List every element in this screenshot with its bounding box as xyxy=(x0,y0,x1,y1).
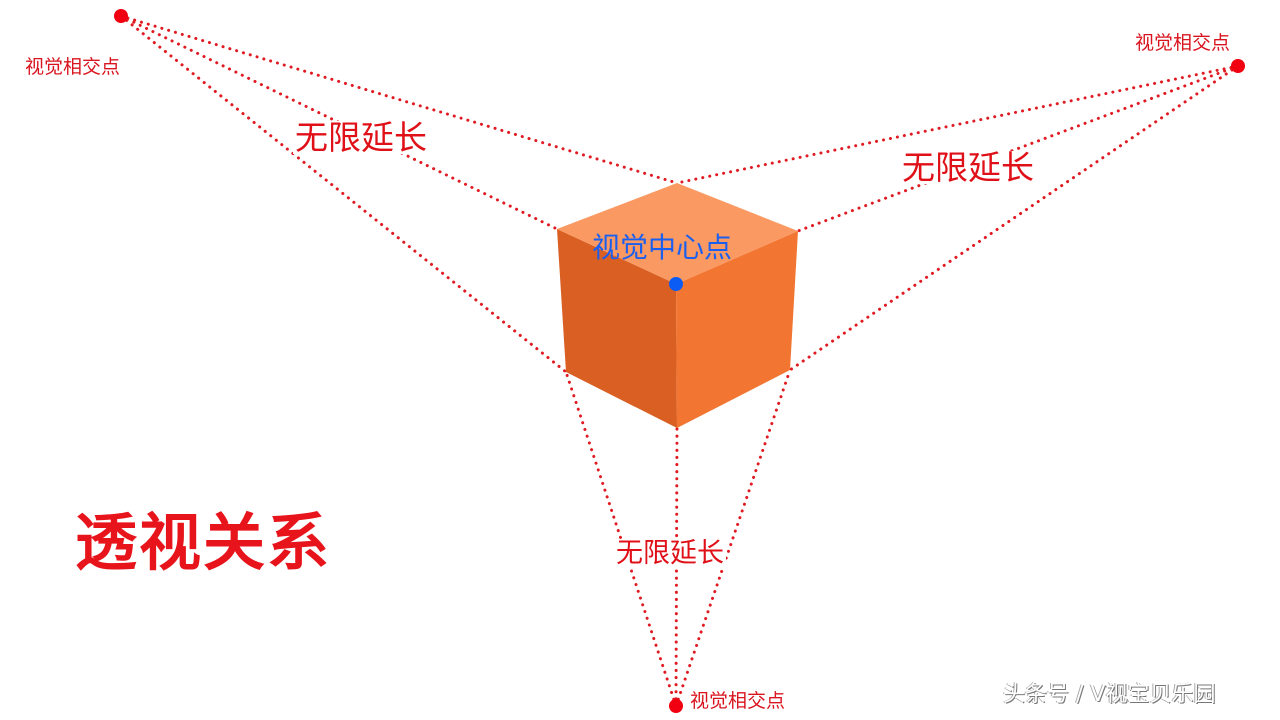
visual-center-dot xyxy=(669,277,683,291)
cube-top-face xyxy=(557,183,798,284)
vanishing-point-top-right xyxy=(1231,59,1245,73)
watermark: 头条号 / V视宝贝乐园 xyxy=(1003,682,1216,707)
cube xyxy=(557,183,798,428)
cube-left-face xyxy=(557,229,677,428)
perspective-lines-top-right xyxy=(675,64,1240,372)
vp-label-top-left: 视觉相交点 xyxy=(25,56,121,78)
perspective-lines-bottom xyxy=(564,368,792,708)
extend-label-right: 无限延长 xyxy=(900,148,1036,187)
extend-label-bottom: 无限延长 xyxy=(614,538,726,569)
vanishing-point-top-left xyxy=(114,9,128,23)
cube-right-face xyxy=(676,231,798,428)
vanishing-point-bottom xyxy=(669,699,683,713)
visual-center-label: 视觉中心点 xyxy=(592,231,733,264)
vp-label-bottom: 视觉相交点 xyxy=(690,690,786,712)
diagram-title: 透视关系 xyxy=(75,506,332,579)
extend-label-left: 无限延长 xyxy=(293,118,429,157)
vp-label-top-right: 视觉相交点 xyxy=(1135,32,1231,54)
